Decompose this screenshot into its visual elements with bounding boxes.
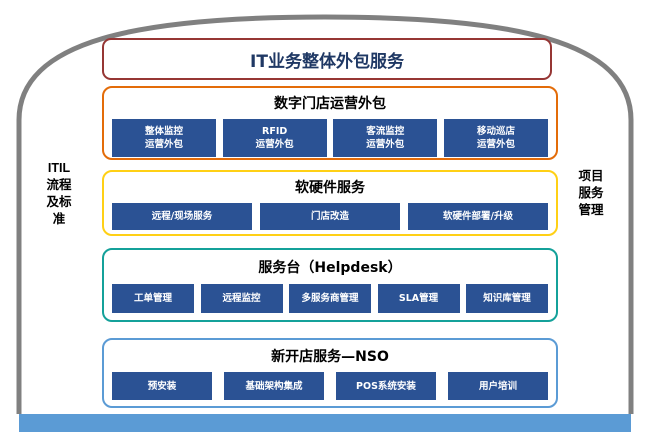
chip-line2: 运营外包 <box>255 139 294 150</box>
chip-line1: 客流监控 <box>366 126 405 137</box>
section-digital-store[interactable]: 数字门店运营外包 整体监控 运营外包 RFID 运营外包 客流监控 运营外包 移… <box>102 86 558 160</box>
chip-line2: 运营外包 <box>366 139 405 150</box>
chip-item[interactable]: 预安装 <box>112 372 212 400</box>
chip-line1: 整体监控 <box>144 126 183 137</box>
chip-item[interactable]: 远程监控 <box>200 284 283 313</box>
chip-item[interactable]: 用户培训 <box>448 372 548 400</box>
chip-line2: 运营外包 <box>476 139 515 150</box>
chip-item[interactable]: 门店改造 <box>260 203 400 230</box>
chip-line1: 多服务商管理 <box>301 293 359 304</box>
top-banner-label: IT业务整体外包服务 <box>250 51 404 72</box>
chip-line1: 门店改造 <box>310 211 349 222</box>
section-title-digital-store: 数字门店运营外包 <box>274 96 386 112</box>
chip-item[interactable]: 基础架构集成 <box>224 372 324 400</box>
chip-item[interactable]: 客流监控 运营外包 <box>333 119 438 157</box>
chip-item[interactable]: POS系统安装 <box>336 372 436 400</box>
chip-item[interactable]: 远程/现场服务 <box>112 203 252 230</box>
chip-line1: 用户培训 <box>478 380 517 392</box>
chip-row-new-store-opening: 预安装 基础架构集成 POS系统安装 用户培训 <box>104 372 556 400</box>
side-label-left: ITIL 流程及标准 <box>46 160 72 228</box>
chip-item[interactable]: 工单管理 <box>112 284 194 313</box>
chip-line1: RFID <box>262 126 288 137</box>
chip-item[interactable]: SLA管理 <box>377 284 460 313</box>
chip-line1: 软硬件部署/升级 <box>443 211 513 222</box>
side-label-left-text: ITIL 流程及标准 <box>46 161 72 226</box>
chip-line1: POS系统安装 <box>356 380 416 392</box>
chip-line1: 移动巡店 <box>476 126 515 137</box>
chip-line2: 运营外包 <box>144 139 183 150</box>
top-banner[interactable]: IT业务整体外包服务 <box>102 38 552 80</box>
section-helpdesk[interactable]: 服务台（Helpdesk） 工单管理 远程监控 多服务商管理 SLA管理 知识库… <box>102 248 558 322</box>
chip-item[interactable]: 软硬件部署/升级 <box>408 203 548 230</box>
chip-item[interactable]: 知识库管理 <box>466 284 548 313</box>
chip-line1: 预安装 <box>147 380 177 392</box>
base-bar <box>19 414 631 432</box>
chip-line1: 远程/现场服务 <box>151 211 213 222</box>
chip-line1: SLA管理 <box>398 293 439 304</box>
chip-item[interactable]: 多服务商管理 <box>289 284 371 313</box>
section-new-store-opening[interactable]: 新开店服务—NSO 预安装 基础架构集成 POS系统安装 用户培训 <box>102 338 558 408</box>
section-title-new-store-opening: 新开店服务—NSO <box>271 349 389 365</box>
chip-line1: 工单管理 <box>133 293 172 304</box>
chip-line1: 远程监控 <box>222 293 261 304</box>
side-label-right: 项目服务管理 <box>578 168 604 219</box>
chip-item[interactable]: 移动巡店 运营外包 <box>443 119 548 157</box>
section-title-helpdesk: 服务台（Helpdesk） <box>258 260 402 276</box>
side-label-right-text: 项目服务管理 <box>578 169 604 217</box>
chip-row-software-hardware: 远程/现场服务 门店改造 软硬件部署/升级 <box>104 203 556 230</box>
chip-row-digital-store: 整体监控 运营外包 RFID 运营外包 客流监控 运营外包 移动巡店 运营外包 <box>104 119 556 157</box>
chip-row-helpdesk: 工单管理 远程监控 多服务商管理 SLA管理 知识库管理 <box>104 284 556 313</box>
section-software-hardware[interactable]: 软硬件服务 远程/现场服务 门店改造 软硬件部署/升级 <box>102 170 558 236</box>
chip-line1: 知识库管理 <box>483 293 531 304</box>
chip-item[interactable]: 整体监控 运营外包 <box>112 119 216 157</box>
section-title-software-hardware: 软硬件服务 <box>295 180 365 196</box>
chip-line1: 基础架构集成 <box>245 380 303 392</box>
chip-item[interactable]: RFID 运营外包 <box>222 119 327 157</box>
